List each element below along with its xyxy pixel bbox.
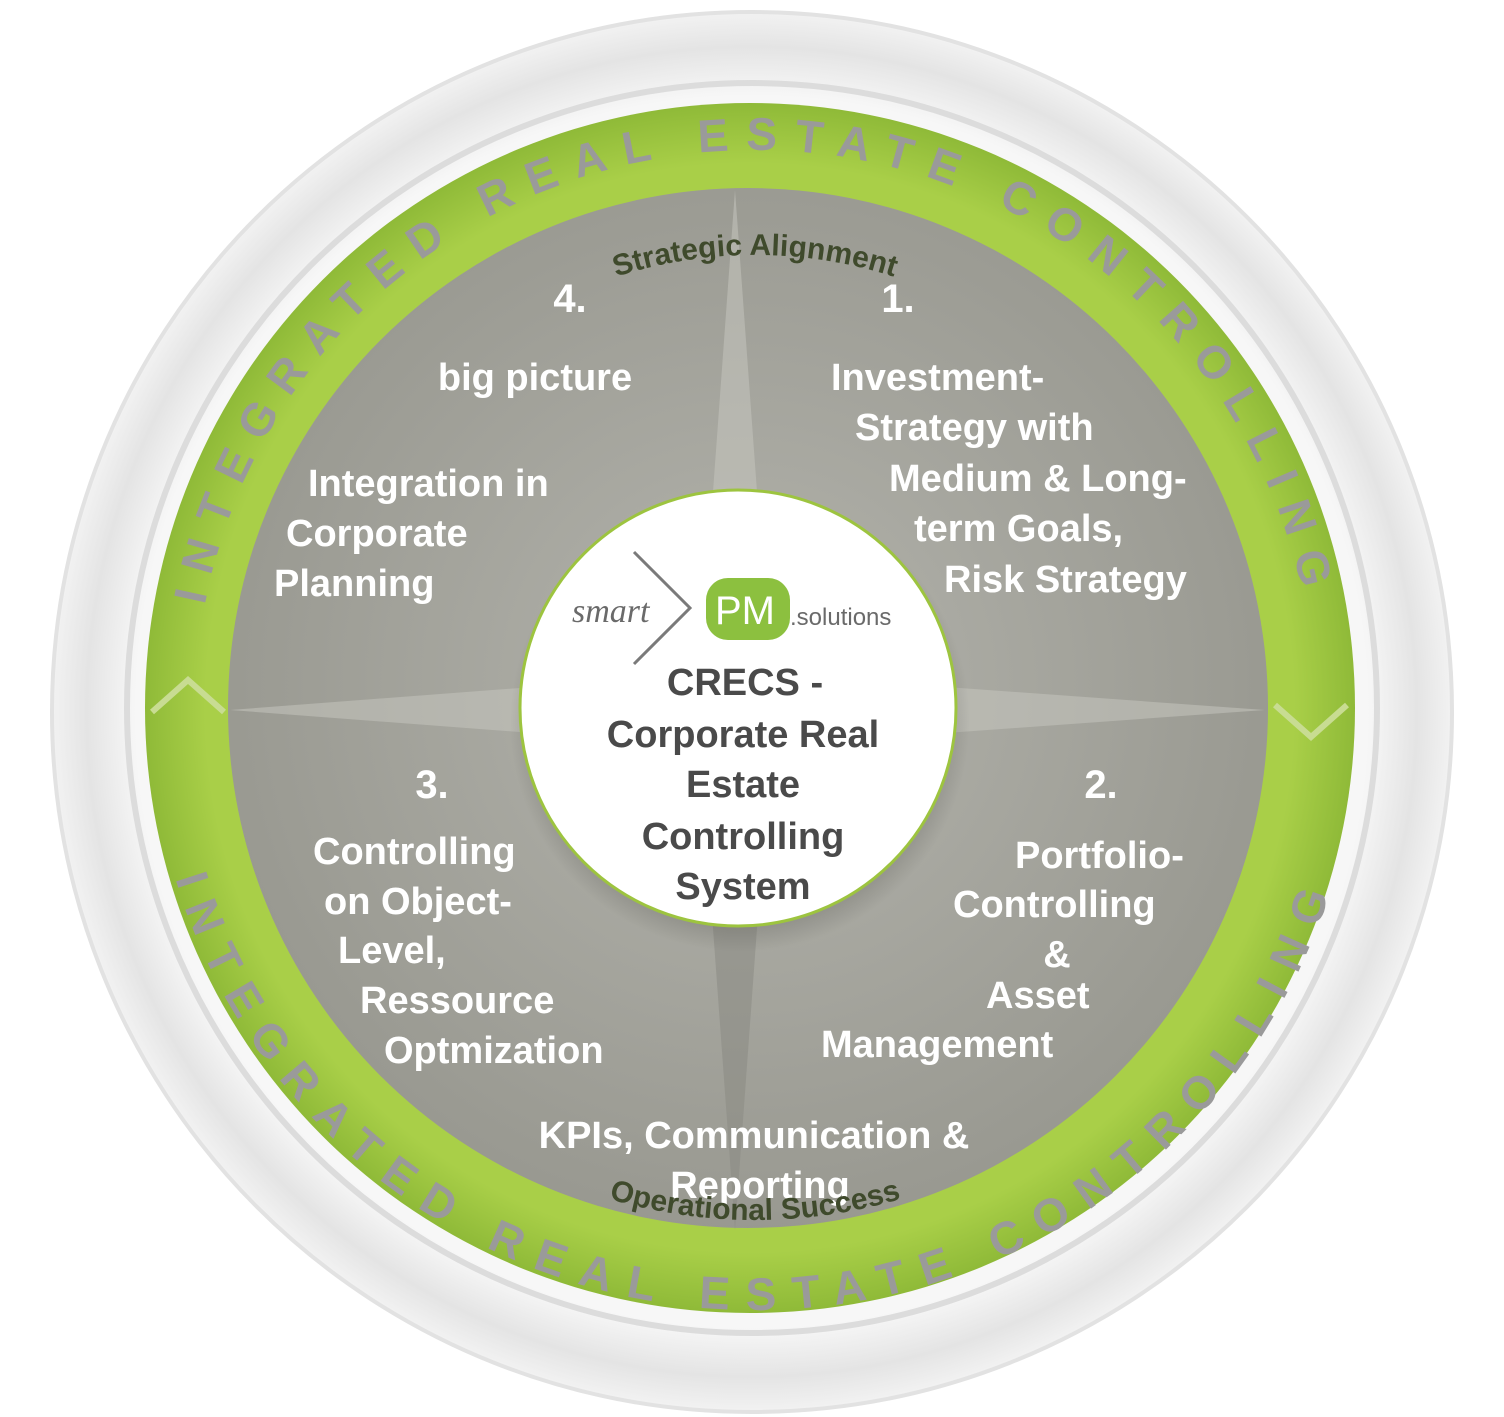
- logo-pm-text: PM: [715, 589, 775, 633]
- quadrant-4-line-1: Integration in: [308, 463, 549, 505]
- chevron-up-icon: [150, 675, 226, 715]
- quadrant-1-line-3: Medium & Long-: [889, 458, 1187, 500]
- quadrant-3-line-4: Ressource: [360, 980, 554, 1022]
- quadrant-2-line-2: Controlling: [953, 884, 1156, 926]
- center-title-line-3: Estate: [686, 764, 800, 806]
- center-title-line-5: System: [675, 866, 810, 908]
- quadrant-2-line-1: Portfolio-: [1015, 835, 1184, 877]
- quadrant-4-heading: big picture: [438, 357, 632, 399]
- logo-pm-box: [706, 578, 790, 640]
- quadrant-1-line-5: Risk Strategy: [944, 559, 1187, 601]
- logo-smart-text: smart: [572, 593, 651, 630]
- quadrant-2-number: 2.: [1084, 763, 1117, 807]
- quadrant-3-line-1: Controlling: [313, 831, 516, 873]
- outer-ring-inner-edge: [124, 80, 1380, 1336]
- smartpm-logo: smart PM .solutions: [572, 550, 891, 666]
- bottom-text-line-1: KPIs, Communication &: [539, 1115, 970, 1157]
- quadrant-3-number: 3.: [415, 763, 448, 807]
- quadrant-3-line-2: on Object-: [324, 881, 512, 923]
- quadrant-1-number: 1.: [881, 277, 914, 321]
- quadrant-2-line-3: &: [1043, 934, 1070, 976]
- quadrant-1-line-2: Strategy with: [855, 407, 1094, 449]
- logo-chevron-icon: [632, 550, 693, 666]
- center-title-line-4: Controlling: [642, 816, 845, 858]
- quadrant-3-line-3: Level,: [338, 930, 446, 972]
- quadrant-4-line-3: Planning: [274, 563, 434, 605]
- quadrant-4-number: 4.: [553, 277, 586, 321]
- center-title-line-2: Corporate Real: [607, 714, 879, 756]
- bottom-text-line-2: Reporting: [670, 1165, 849, 1207]
- quadrant-1-line-4: term Goals,: [914, 508, 1123, 550]
- quadrant-2-line-5: Management: [821, 1024, 1054, 1066]
- logo-solutions-text: .solutions: [790, 604, 891, 631]
- chevron-down-icon: [1273, 702, 1349, 742]
- center-circle: [518, 488, 958, 928]
- quadrant-4-line-2: Corporate: [286, 513, 468, 555]
- quadrant-1-line-1: Investment-: [831, 357, 1044, 399]
- quadrant-3-line-5: Optmization: [384, 1030, 604, 1072]
- quadrant-2-line-4: Asset: [986, 975, 1090, 1017]
- center-title-line-1: CRECS -: [667, 662, 823, 704]
